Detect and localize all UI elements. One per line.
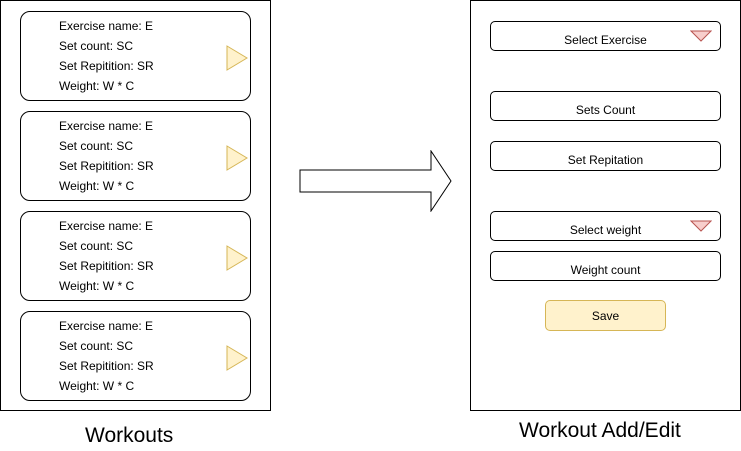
exercise-name-text: Exercise name: E [59, 119, 154, 133]
workout-card[interactable]: Exercise name: E Set count: SC Set Repit… [20, 211, 251, 301]
exercise-name-text: Exercise name: E [59, 219, 154, 233]
set-count-text: Set count: SC [59, 39, 134, 53]
set-repitition-text: Set Repitition: SR [59, 259, 154, 273]
save-button[interactable]: Save [545, 300, 666, 331]
sets-count-input[interactable]: Sets Count [490, 91, 721, 121]
sets-count-placeholder: Sets Count [575, 103, 636, 117]
workouts-screen: Exercise name: E Set count: SC Set Repit… [0, 0, 271, 411]
dropdown-triangle-icon[interactable] [690, 220, 712, 232]
dropdown-triangle-icon[interactable] [690, 30, 712, 42]
set-count-text: Set count: SC [59, 139, 134, 153]
set-repitition-text: Set Repitition: SR [59, 159, 154, 173]
workout-card[interactable]: Exercise name: E Set count: SC Set Repit… [20, 11, 251, 101]
exercise-name-text: Exercise name: E [59, 319, 154, 333]
weight-text: Weight: W * C [59, 279, 135, 293]
workouts-caption: Workouts [85, 424, 174, 447]
play-triangle-icon[interactable] [226, 45, 248, 71]
exercise-name-text: Exercise name: E [59, 19, 154, 33]
set-repitation-placeholder: Set Repitation [567, 153, 644, 167]
play-triangle-icon[interactable] [226, 245, 248, 271]
set-repitation-input[interactable]: Set Repitation [490, 141, 721, 171]
select-weight-label: Select weight [569, 223, 642, 237]
workout-card[interactable]: Exercise name: E Set count: SC Set Repit… [20, 311, 251, 401]
set-repitition-text: Set Repitition: SR [59, 59, 154, 73]
weight-count-placeholder: Weight count [570, 263, 641, 277]
weight-count-input[interactable]: Weight count [490, 251, 721, 281]
set-repitition-text: Set Repitition: SR [59, 359, 154, 373]
weight-text: Weight: W * C [59, 179, 135, 193]
set-count-text: Set count: SC [59, 339, 134, 353]
select-exercise-dropdown[interactable]: Select Exercise [490, 21, 721, 51]
right-arrow-icon [299, 150, 452, 212]
weight-text: Weight: W * C [59, 79, 135, 93]
weight-text: Weight: W * C [59, 379, 135, 393]
play-triangle-icon[interactable] [226, 145, 248, 171]
save-button-label: Save [591, 309, 620, 323]
select-weight-dropdown[interactable]: Select weight [490, 211, 721, 241]
select-exercise-label: Select Exercise [564, 33, 647, 47]
workout-edit-caption: Workout Add/Edit [519, 419, 681, 442]
workout-card[interactable]: Exercise name: E Set count: SC Set Repit… [20, 111, 251, 201]
set-count-text: Set count: SC [59, 239, 134, 253]
workout-edit-screen: Select Exercise Sets Count Set Repitatio… [470, 0, 741, 411]
play-triangle-icon[interactable] [226, 345, 248, 371]
